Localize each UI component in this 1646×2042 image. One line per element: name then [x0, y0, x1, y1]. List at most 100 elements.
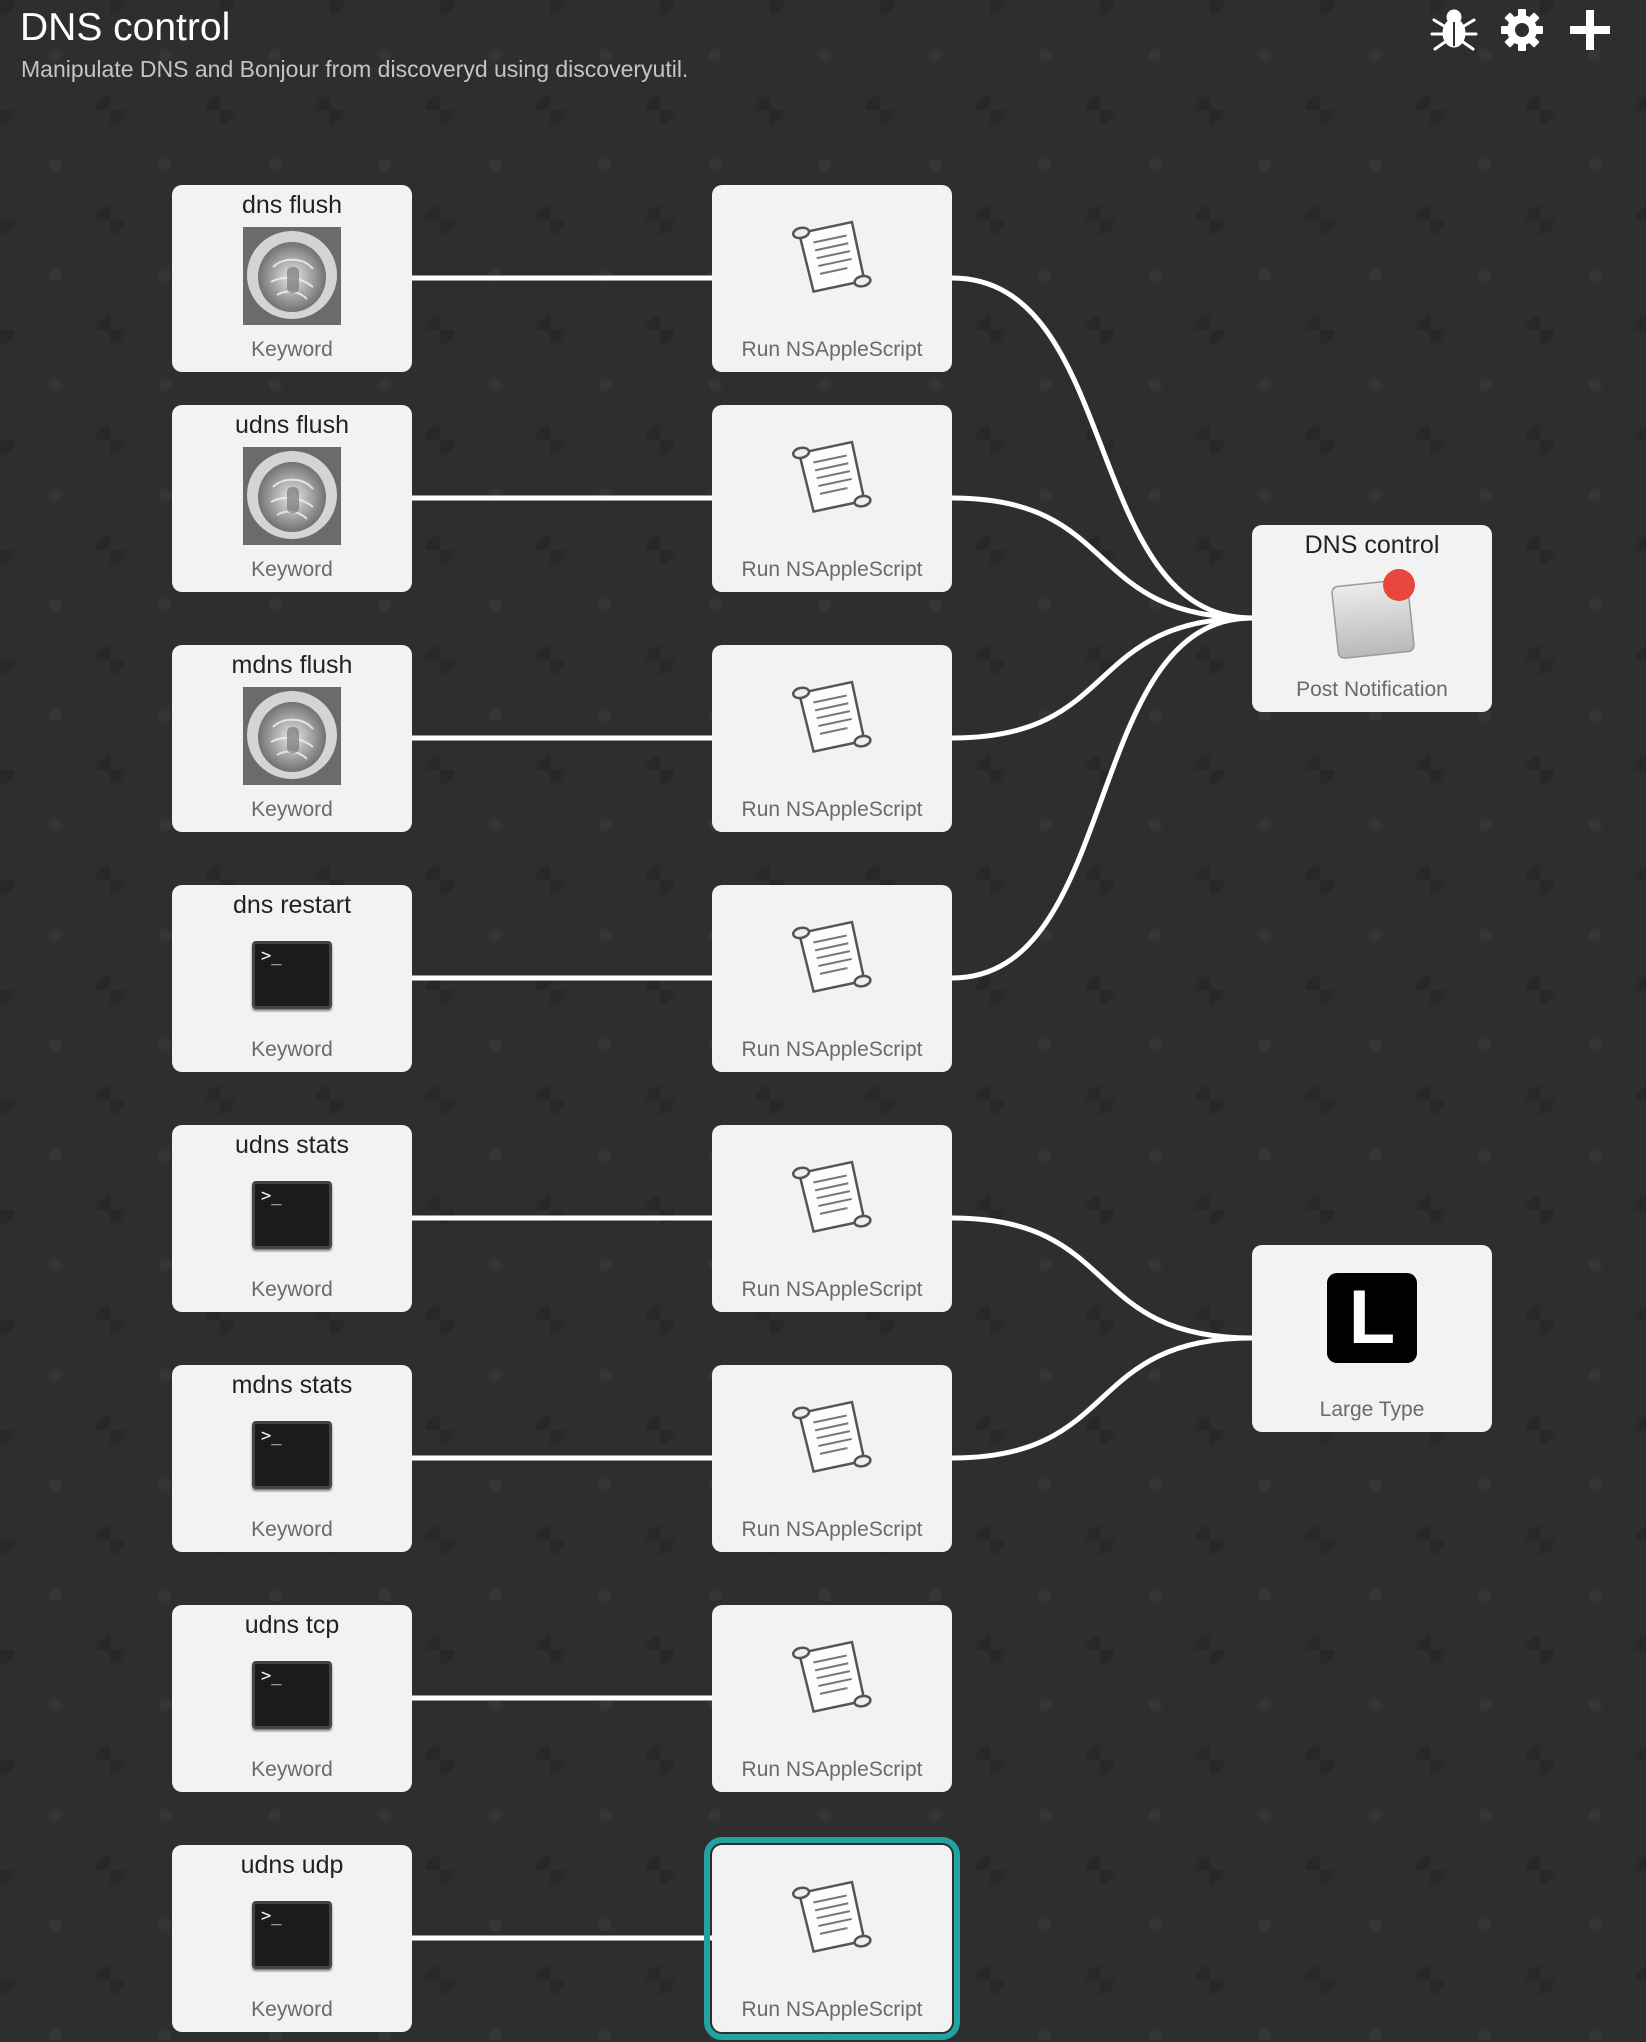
node-label: Run NSAppleScript	[741, 1518, 923, 1541]
node-icon	[783, 1629, 881, 1727]
toilet-flush-icon	[243, 227, 341, 325]
large-type-icon: L	[1327, 1273, 1417, 1363]
terminal-prompt: >_	[261, 1426, 282, 1446]
node-label: Keyword	[251, 1998, 333, 2021]
gear-icon	[1501, 9, 1543, 51]
node-label: Run NSAppleScript	[741, 1998, 923, 2021]
terminal-icon: >_	[252, 941, 332, 1009]
node-icon	[783, 1389, 881, 1487]
toilet-flush-icon	[243, 447, 341, 545]
script-scroll-icon	[791, 1880, 872, 1954]
node-label: Run NSAppleScript	[741, 798, 923, 821]
large-type-letter: L	[1348, 1275, 1396, 1360]
keyword-node[interactable]: udns udp >_ Keyword	[172, 1845, 412, 2032]
node-icon: >_	[243, 1647, 341, 1745]
node-title: dns restart	[232, 891, 352, 919]
node-label: Run NSAppleScript	[741, 1758, 923, 1781]
terminal-prompt: >_	[261, 1906, 282, 1926]
script-scroll-icon	[791, 440, 872, 514]
node-icon	[1323, 567, 1421, 665]
node-label: Keyword	[251, 558, 333, 581]
node-icon	[243, 687, 341, 785]
node-label: Keyword	[251, 1278, 333, 1301]
workflow-title: DNS control	[20, 6, 231, 49]
node-label: Run NSAppleScript	[741, 338, 923, 361]
terminal-prompt: >_	[261, 1186, 282, 1206]
script-scroll-icon	[791, 1400, 872, 1474]
script-scroll-icon	[791, 1160, 872, 1234]
node-title: udns tcp	[244, 1611, 340, 1639]
node-label: Keyword	[251, 1038, 333, 1061]
node-label: Run NSAppleScript	[741, 1278, 923, 1301]
node-label: Run NSAppleScript	[741, 1038, 923, 1061]
node-icon: L	[1323, 1269, 1421, 1367]
settings-button[interactable]	[1494, 2, 1550, 58]
node-icon	[783, 909, 881, 1007]
connection-line	[951, 495, 1253, 621]
terminal-prompt: >_	[261, 1666, 282, 1686]
terminal-icon: >_	[252, 1901, 332, 1969]
node-icon	[783, 1149, 881, 1247]
node-label: Post Notification	[1296, 678, 1448, 701]
node-label: Keyword	[251, 1518, 333, 1541]
script-node[interactable]: Run NSAppleScript	[712, 1605, 952, 1792]
node-label: Keyword	[251, 338, 333, 361]
script-node[interactable]: Run NSAppleScript	[712, 405, 952, 592]
terminal-icon: >_	[252, 1421, 332, 1489]
add-button[interactable]	[1562, 2, 1618, 58]
script-scroll-icon	[791, 920, 872, 994]
node-title: DNS control	[1304, 531, 1440, 559]
keyword-node[interactable]: dns restart >_ Keyword	[172, 885, 412, 1072]
node-icon: >_	[243, 1407, 341, 1505]
connection-line	[951, 615, 1253, 981]
node-title: mdns flush	[231, 651, 353, 679]
node-icon	[783, 1869, 881, 1967]
connection-line	[951, 1215, 1253, 1341]
connection-line	[951, 615, 1253, 741]
script-scroll-icon	[791, 680, 872, 754]
node-label: Run NSAppleScript	[741, 558, 923, 581]
script-scroll-icon	[791, 1640, 872, 1714]
script-node[interactable]: Run NSAppleScript	[712, 185, 952, 372]
terminal-icon: >_	[252, 1661, 332, 1729]
keyword-node[interactable]: mdns stats >_ Keyword	[172, 1365, 412, 1552]
toolbar	[1426, 2, 1646, 58]
node-icon: >_	[243, 927, 341, 1025]
node-label: Large Type	[1319, 1398, 1425, 1421]
bug-icon	[1430, 9, 1478, 51]
node-icon	[783, 669, 881, 767]
connection-line	[951, 1335, 1253, 1461]
node-icon: >_	[243, 1887, 341, 1985]
script-scroll-icon	[791, 220, 872, 294]
node-icon	[243, 447, 341, 545]
script-node[interactable]: Run NSAppleScript	[712, 1125, 952, 1312]
keyword-node[interactable]: udns tcp >_ Keyword	[172, 1605, 412, 1792]
node-title: dns flush	[241, 191, 343, 219]
script-node[interactable]: Run NSAppleScript	[712, 1365, 952, 1552]
script-node[interactable]: Run NSAppleScript	[712, 885, 952, 1072]
node-icon	[783, 209, 881, 307]
keyword-node[interactable]: udns stats>_Keyword	[172, 1125, 412, 1312]
debug-button[interactable]	[1426, 2, 1482, 58]
large-type-node[interactable]: L Large Type	[1252, 1245, 1492, 1432]
script-node[interactable]: Run NSAppleScript	[704, 1837, 960, 2040]
node-title: mdns stats	[231, 1371, 353, 1399]
notification-icon	[1331, 569, 1415, 659]
connection-line	[951, 275, 1253, 621]
node-icon: >_	[243, 1167, 341, 1265]
script-node[interactable]: Run NSAppleScript	[712, 645, 952, 832]
node-title: udns flush	[235, 411, 349, 439]
workflow-description: Manipulate DNS and Bonjour from discover…	[21, 56, 689, 82]
node-label: Keyword	[251, 798, 333, 821]
node-icon	[243, 227, 341, 325]
terminal-prompt: >_	[261, 946, 282, 966]
node-title: udns udp	[240, 1851, 344, 1879]
node-label: Keyword	[251, 1758, 333, 1781]
toilet-flush-icon	[243, 687, 341, 785]
terminal-icon: >_	[252, 1181, 332, 1249]
